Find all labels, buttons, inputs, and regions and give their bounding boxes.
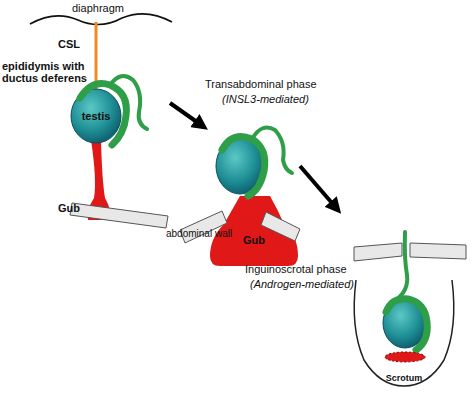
ductus-deferens (396, 232, 407, 300)
ductus-deferens (110, 76, 147, 129)
epididymis (80, 84, 126, 145)
mediator-label: (Androgen-mediated) (250, 278, 354, 290)
epididymis (222, 137, 265, 196)
abdominal-wall (70, 203, 168, 228)
structure-label: diaphragm (72, 2, 124, 14)
phase-label: Transabdominal phase (205, 78, 317, 90)
abdominal-wall (354, 243, 402, 261)
node-text: Scrotum (350, 372, 458, 384)
testis-shape (216, 138, 264, 194)
csl-ligament (95, 22, 98, 96)
node-shape (350, 278, 458, 388)
stage-arrow (300, 166, 338, 210)
scrotum-node: Scrotum (350, 278, 458, 388)
testis-shape (383, 298, 427, 348)
structure-label: Gub (58, 202, 80, 214)
structure-label: abdominal wall (166, 228, 232, 240)
node-text: testis (70, 110, 122, 122)
mediator-label: (INSL3-mediated) (222, 93, 309, 105)
gubernaculum-cord (88, 140, 111, 220)
epididymis (386, 299, 427, 350)
ductus-deferens (252, 127, 292, 173)
scrotum-outline (354, 280, 454, 386)
testis-shape (71, 89, 121, 143)
diaphragm-line (30, 14, 172, 25)
stage-arrow (170, 103, 204, 127)
structure-label: CSL (58, 38, 80, 50)
testis-node: testis (70, 88, 122, 144)
abdominal-wall (261, 212, 300, 241)
abdominal-wall (410, 243, 466, 259)
phase-label: Inguinoscrotal phase (245, 263, 347, 275)
gubernaculum-remnant (385, 352, 425, 362)
structure-label: epididymis with ductus deferens (2, 60, 97, 84)
